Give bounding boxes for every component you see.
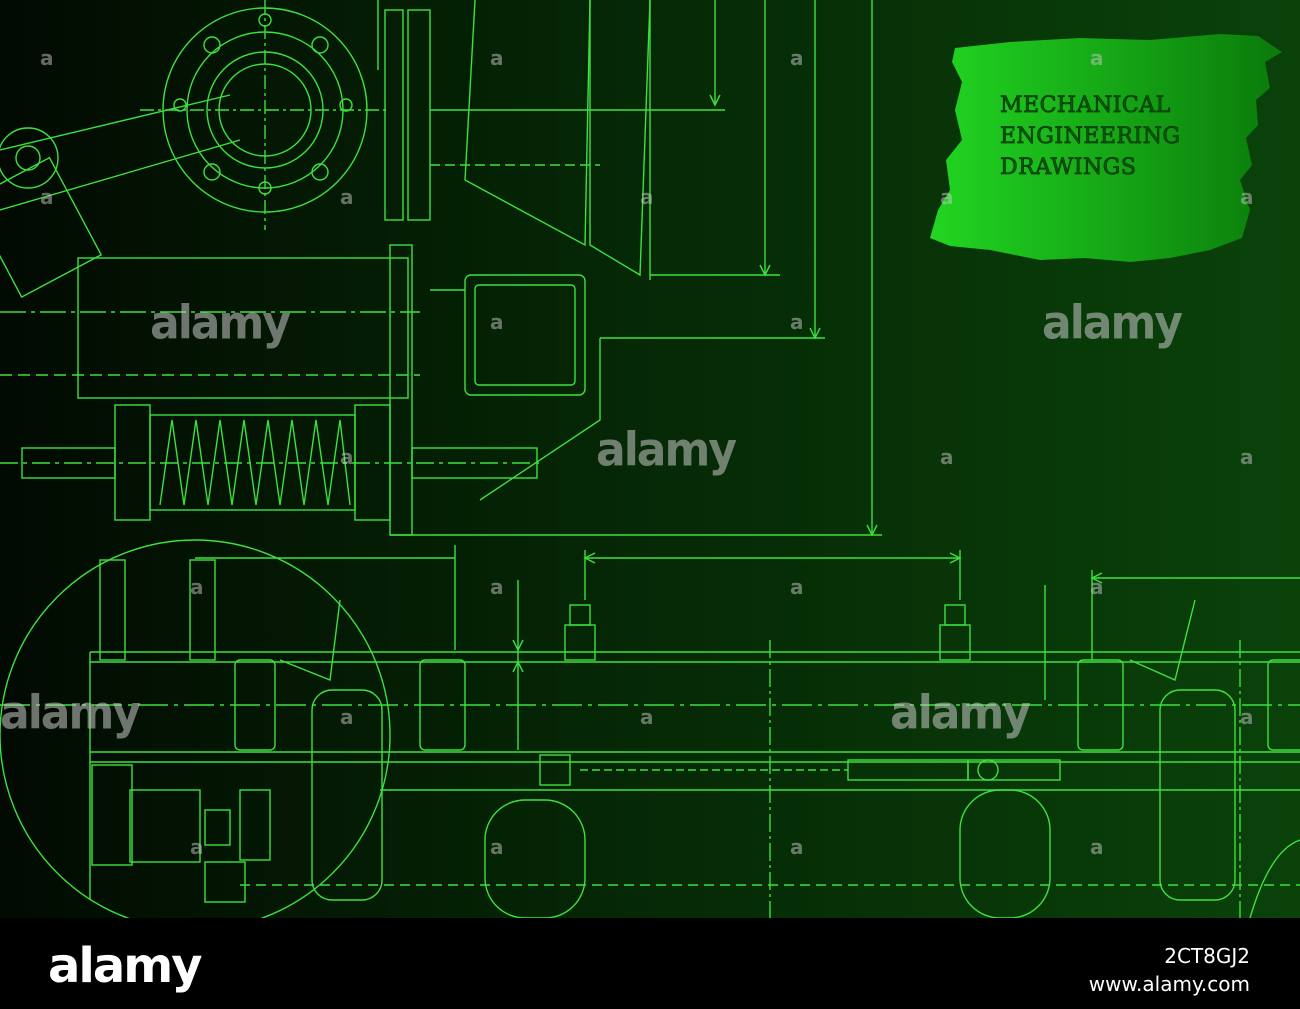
title-line-1: MECHANICAL	[1000, 93, 1171, 119]
watermark-1: alamy	[150, 296, 291, 351]
title-badge-shape	[930, 34, 1282, 262]
blueprint-canvas: alamy alamy alamy alamy alamy a a a a a …	[0, 0, 1300, 918]
title-line-2: ENGINEERING	[1000, 124, 1181, 150]
watermark-a: a	[1240, 705, 1254, 729]
title-line-3: DRAWINGS	[1000, 155, 1137, 181]
watermark-a: a	[1240, 445, 1254, 469]
watermark-5: alamy	[890, 686, 1031, 741]
watermark-3: alamy	[596, 423, 737, 478]
watermark-a: a	[1090, 46, 1104, 70]
watermark-a: a	[190, 575, 204, 599]
footer-bar: alamy 2CT8GJ2 www.alamy.com	[0, 918, 1300, 1009]
title-text: MECHANICAL ENGINEERING DRAWINGS	[1000, 90, 1181, 183]
footer-logo: alamy	[48, 938, 203, 994]
watermark-a: a	[640, 705, 654, 729]
image-id: 2CT8GJ2	[1164, 944, 1250, 968]
watermark-2: alamy	[1042, 296, 1183, 351]
watermark-a: a	[40, 185, 54, 209]
watermark-4: alamy	[0, 686, 141, 741]
watermark-a: a	[190, 835, 204, 859]
watermark-a: a	[340, 445, 354, 469]
watermark-a: a	[340, 705, 354, 729]
watermark-a: a	[790, 835, 804, 859]
watermark-a: a	[940, 185, 954, 209]
watermark-a: a	[490, 575, 504, 599]
watermark-a: a	[1090, 575, 1104, 599]
watermark-a: a	[940, 445, 954, 469]
watermark-a: a	[1240, 185, 1254, 209]
watermark-a: a	[790, 46, 804, 70]
watermark-a: a	[790, 575, 804, 599]
watermark-a: a	[490, 835, 504, 859]
flange-assembly	[0, 0, 390, 298]
footer-url: www.alamy.com	[1088, 972, 1250, 996]
watermark-a: a	[340, 185, 354, 209]
watermark-a: a	[40, 46, 54, 70]
watermark-a: a	[490, 310, 504, 334]
watermark-a: a	[490, 46, 504, 70]
engineering-drawing	[0, 0, 1300, 918]
watermark-a: a	[790, 310, 804, 334]
watermark-a: a	[1090, 835, 1104, 859]
watermark-a: a	[640, 185, 654, 209]
